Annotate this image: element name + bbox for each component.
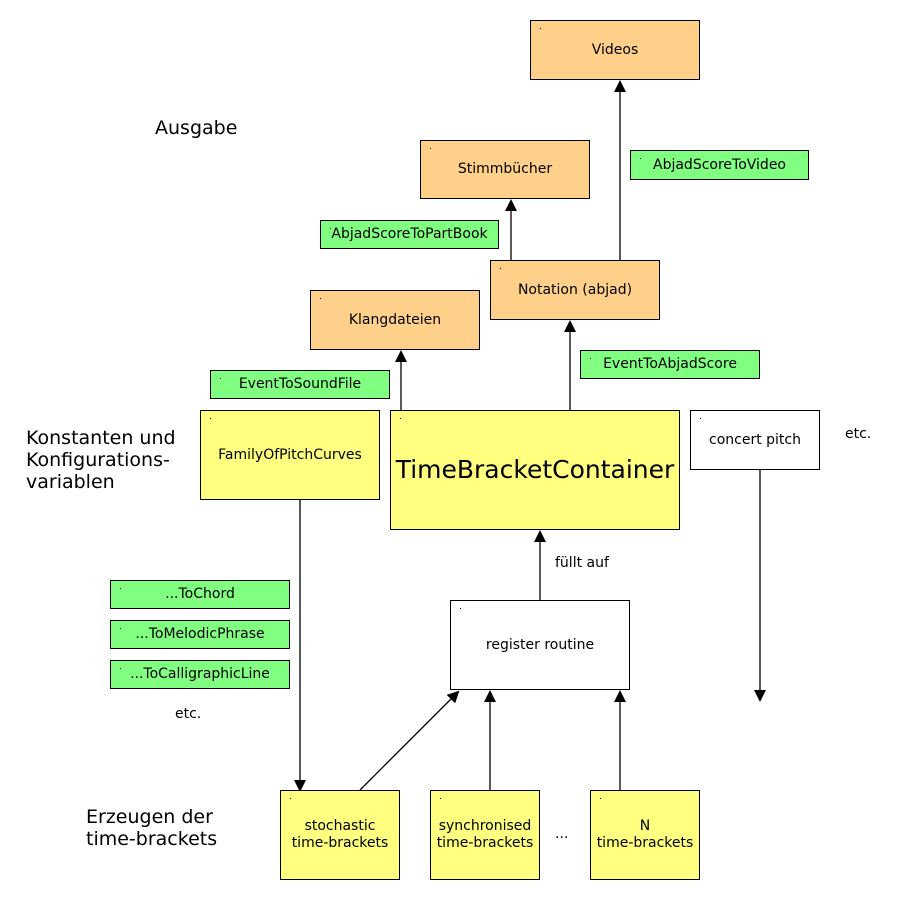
register-routine-label: register routine — [485, 636, 595, 653]
section-label-konstanten-line2: Konfigurations- — [26, 449, 170, 471]
stimmbuecher-label: Stimmbücher — [457, 161, 553, 177]
converter-to-calligraphic-line: ...ToCalligraphicLine — [110, 660, 290, 689]
constants-etc: etc. — [845, 426, 872, 442]
synchronised-label-line2: time-brackets — [436, 835, 534, 851]
converter-abjad-score-to-video-label: AbjadScoreToVideo — [653, 156, 786, 173]
section-label-konstanten-line1: Konstanten und — [26, 427, 176, 449]
n-label-line2: time-brackets — [596, 835, 694, 851]
section-label-ausgabe: Ausgabe — [155, 117, 238, 139]
converters-etc: etc. — [175, 706, 202, 722]
synchronised-label-line1: synchronised — [438, 818, 532, 834]
n-time-brackets-box: N time-brackets — [590, 790, 700, 880]
videos-label: Videos — [591, 41, 639, 58]
videos-box: Videos — [530, 20, 700, 80]
converter-to-chord: ...ToChord — [110, 580, 290, 609]
notation-box: Notation (abjad) — [490, 260, 660, 320]
synchronised-time-brackets-box: synchronised time-brackets — [430, 790, 540, 880]
converter-to-chord-label: ...ToChord — [165, 586, 235, 602]
generators-ellipsis: ... — [555, 826, 569, 842]
fuellt-auf-label: füllt auf — [555, 555, 609, 571]
stochastic-time-brackets-box: stochastic time-brackets — [280, 790, 400, 880]
section-label-konstanten-line3: variablen — [26, 471, 115, 493]
section-label-erzeugen-line2: time-brackets — [86, 828, 218, 850]
time-bracket-container-box: TimeBracketContainer — [390, 410, 680, 530]
n-label-line1: N — [639, 818, 651, 834]
converter-abjad-score-to-video: AbjadScoreToVideo — [630, 150, 809, 180]
converter-to-melodic-phrase: ...ToMelodicPhrase — [110, 620, 290, 649]
stochastic-label-line1: stochastic — [304, 818, 376, 834]
stochastic-label-line2: time-brackets — [291, 835, 389, 851]
converter-to-calligraphic-line-label: ...ToCalligraphicLine — [130, 666, 270, 682]
concert-pitch-box: concert pitch — [690, 410, 820, 470]
concert-pitch-label: concert pitch — [709, 431, 801, 448]
converter-abjad-score-to-part-book: AbjadScoreToPartBook — [320, 220, 499, 249]
converter-event-to-sound-file-label: EventToSoundFile — [238, 376, 362, 392]
time-bracket-container-label: TimeBracketContainer — [395, 455, 675, 484]
converter-event-to-abjad-score-label: EventToAbjadScore — [603, 356, 737, 372]
notation-label: Notation (abjad) — [517, 281, 633, 298]
family-of-pitch-curves-box: FamilyOfPitchCurves — [200, 410, 380, 500]
klangdateien-box: Klangdateien — [310, 290, 480, 350]
converter-abjad-score-to-part-book-label: AbjadScoreToPartBook — [331, 226, 488, 242]
arrow-stochastic-to-register — [359, 690, 460, 791]
converter-to-melodic-phrase-label: ...ToMelodicPhrase — [135, 626, 265, 642]
stimmbuecher-box: Stimmbücher — [420, 140, 590, 199]
converter-event-to-abjad-score: EventToAbjadScore — [580, 350, 760, 379]
converter-event-to-sound-file: EventToSoundFile — [210, 370, 390, 399]
register-routine-box: register routine — [450, 600, 630, 690]
family-of-pitch-curves-label: FamilyOfPitchCurves — [218, 446, 362, 463]
klangdateien-label: Klangdateien — [348, 311, 442, 328]
section-label-erzeugen-line1: Erzeugen der — [86, 806, 213, 828]
